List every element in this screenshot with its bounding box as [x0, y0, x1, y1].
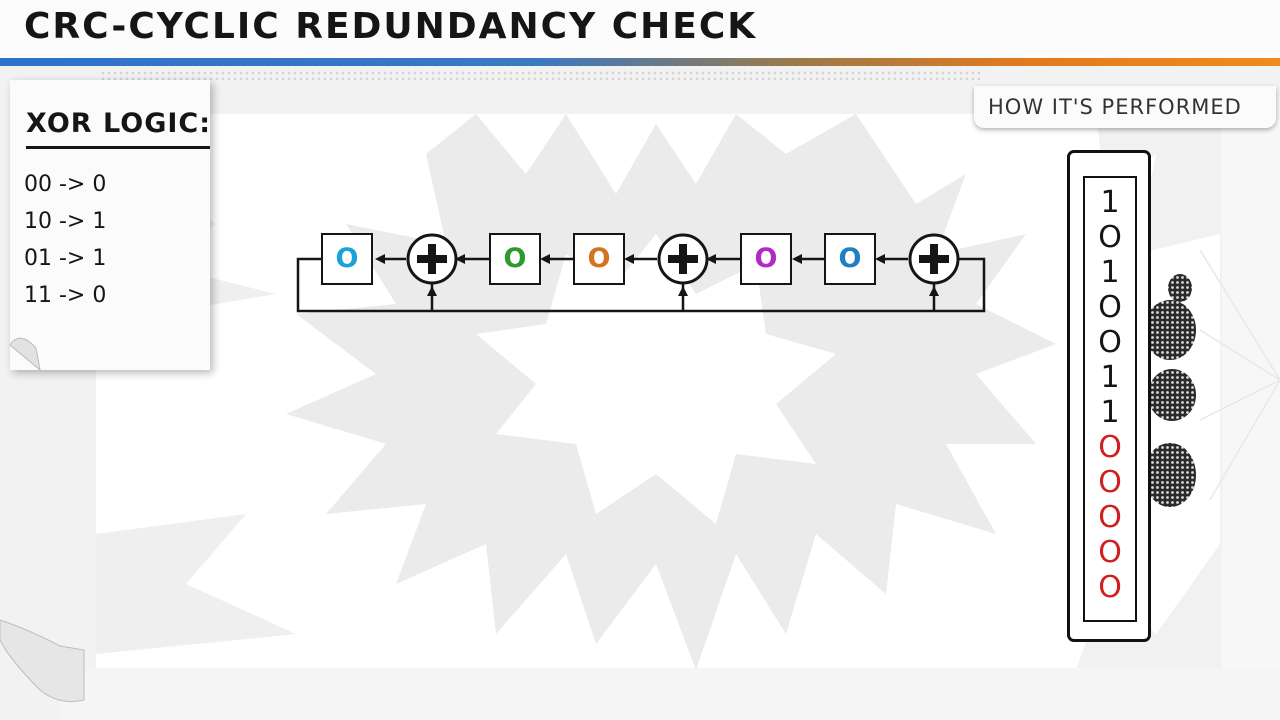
register-cell-1: O	[335, 243, 359, 274]
register-cell-3: O	[587, 243, 611, 274]
footer-strip	[60, 668, 1280, 720]
input-bit: 1	[1100, 395, 1120, 430]
tab-label: HOW IT'S PERFORMED	[988, 95, 1242, 119]
input-bit: 1	[1100, 185, 1120, 220]
crc-padding-bit: O	[1098, 535, 1122, 570]
title-accent-bar	[0, 58, 1280, 66]
xor-heading-underline	[26, 146, 210, 149]
xor-rule-row: 11 -> 0	[24, 283, 107, 308]
page-title: CRC-CYCLIC REDUNDANCY CHECK	[24, 6, 758, 47]
crc-padding-bit: O	[1098, 570, 1122, 605]
input-bits-column: 1 O 1 O O 1 1 O O O O O	[1083, 176, 1137, 622]
xor-gate-icon	[657, 233, 709, 285]
input-bit: O	[1098, 220, 1122, 255]
register-cell-5: O	[838, 243, 862, 274]
xor-gate-icon	[908, 233, 960, 285]
crc-padding-bit: O	[1098, 500, 1122, 535]
input-bits-panel: 1 O 1 O O 1 1 O O O O O	[1067, 150, 1151, 642]
xor-rule-row: 10 -> 1	[24, 209, 107, 234]
diagram-board	[96, 114, 1220, 670]
input-bit: 1	[1100, 255, 1120, 290]
title-bar: CRC-CYCLIC REDUNDANCY CHECK	[0, 0, 1280, 58]
right-border-strip	[1222, 120, 1280, 680]
xor-logic-heading: XOR LOGIC:	[26, 108, 212, 139]
crc-padding-bit: O	[1098, 430, 1122, 465]
halftone-dots	[100, 70, 980, 80]
input-bit: O	[1098, 325, 1122, 360]
input-bit: 1	[1100, 360, 1120, 395]
xor-gate-icon	[406, 233, 458, 285]
xor-rule-row: 01 -> 1	[24, 246, 107, 271]
register-cell-4: O	[754, 243, 778, 274]
crc-padding-bit: O	[1098, 465, 1122, 500]
xor-rule-row: 00 -> 0	[24, 172, 107, 197]
input-bit: O	[1098, 290, 1122, 325]
register-cell-2: O	[503, 243, 527, 274]
xor-logic-note: XOR LOGIC: 00 -> 0 10 -> 1 01 -> 1 11 ->…	[10, 80, 210, 370]
how-its-performed-tab[interactable]: HOW IT'S PERFORMED	[974, 86, 1276, 128]
